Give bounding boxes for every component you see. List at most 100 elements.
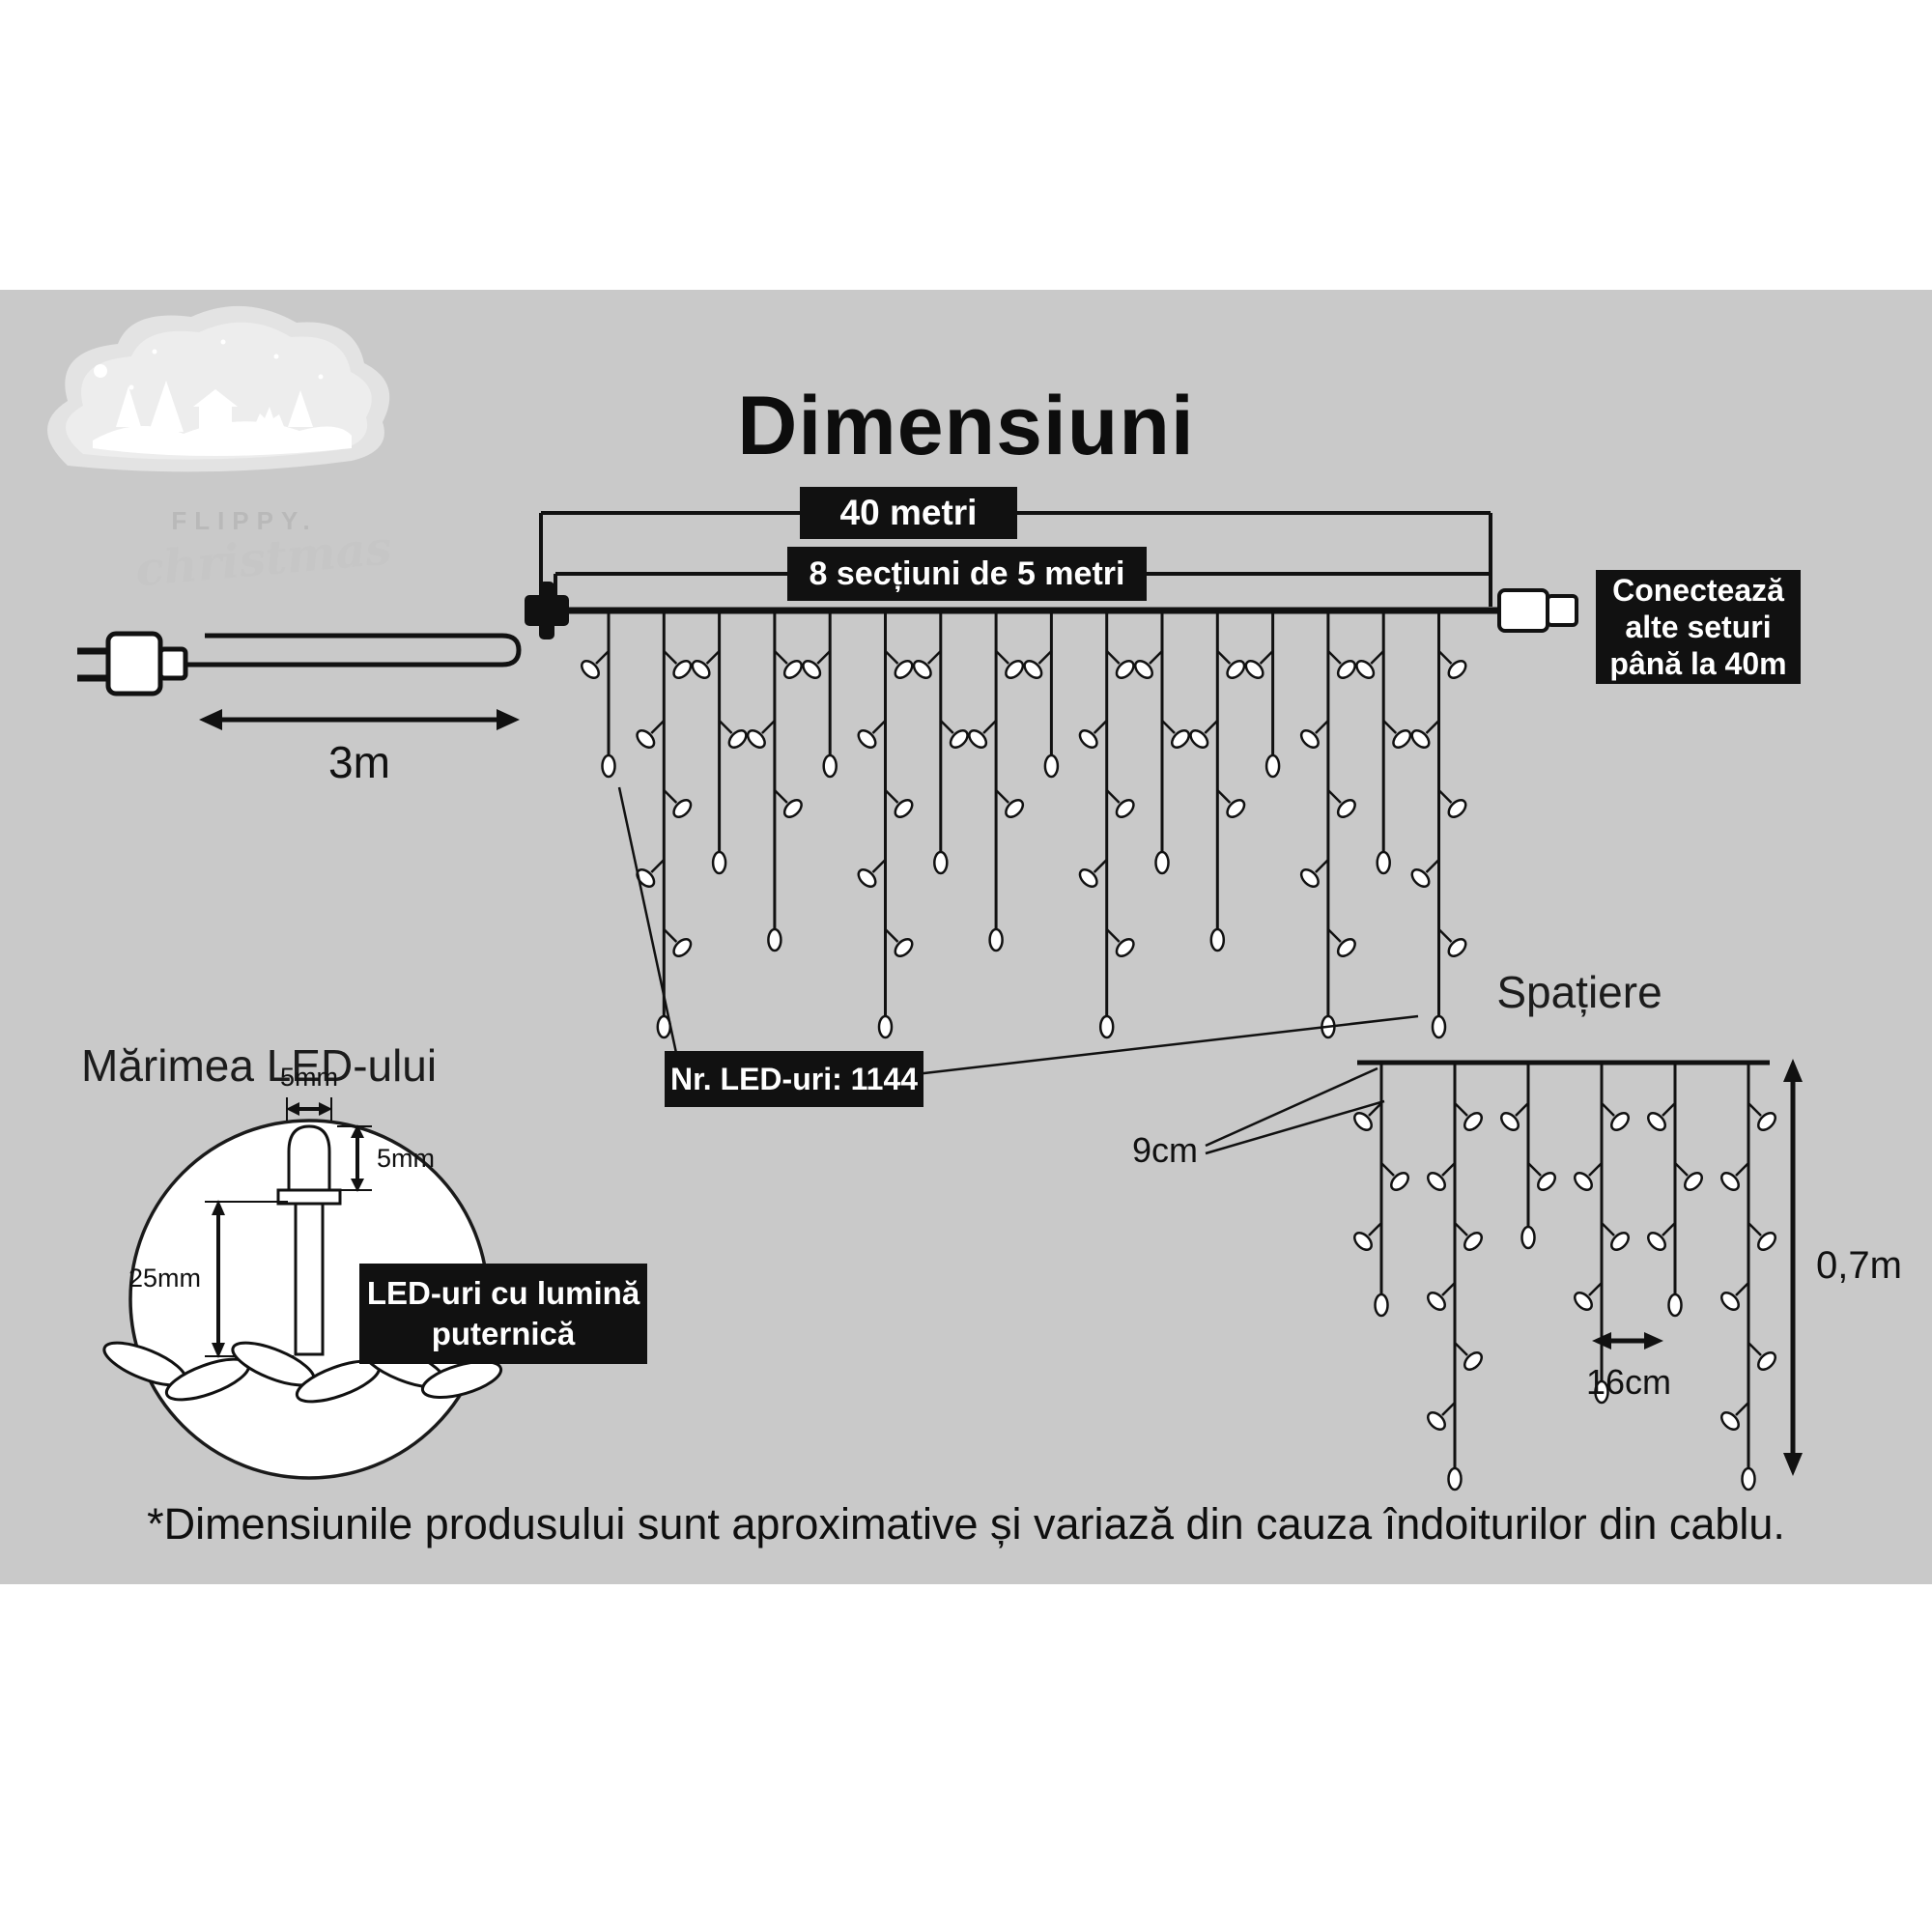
led-bulb-icon bbox=[1684, 1172, 1703, 1191]
led-stem bbox=[1161, 720, 1176, 734]
led-stem bbox=[1368, 1102, 1382, 1117]
led-stem bbox=[884, 928, 899, 943]
led-bulb-icon bbox=[1134, 660, 1153, 679]
led-bulb-icon bbox=[782, 799, 803, 818]
twisted-wire bbox=[102, 1341, 503, 1404]
led-stem bbox=[1327, 789, 1342, 804]
led-bulb-icon bbox=[1463, 1232, 1483, 1251]
led-stem bbox=[1315, 720, 1329, 734]
led-bulb-icon bbox=[1647, 1112, 1666, 1131]
led-bulb-icon bbox=[857, 868, 877, 888]
led-bulb-icon bbox=[968, 729, 988, 749]
arrow-head-left bbox=[199, 709, 222, 730]
led-bulb-icon bbox=[1209, 927, 1226, 952]
logo-deer-icon bbox=[253, 407, 285, 429]
sections-label: 8 secțiuni de 5 metri bbox=[809, 554, 1125, 592]
led-size-section-title: Mărimea LED-ului bbox=[81, 1040, 438, 1091]
led-bulb-icon bbox=[1098, 1014, 1115, 1039]
led-bulb-icon bbox=[1355, 660, 1376, 679]
led-stem bbox=[705, 650, 721, 665]
led-count-badge: Nr. LED-uri: 1144 bbox=[665, 1051, 923, 1107]
led-bulb-icon bbox=[1299, 729, 1320, 749]
led-bulb-icon bbox=[1374, 1293, 1389, 1318]
plug-neck bbox=[157, 646, 188, 681]
led-bulb-icon bbox=[1353, 1112, 1373, 1131]
led-bulb-icon bbox=[1226, 799, 1246, 818]
arrow-head-top bbox=[212, 1200, 225, 1215]
led-stem bbox=[650, 720, 666, 734]
arrow-head-top bbox=[351, 1124, 364, 1138]
led-cap bbox=[287, 1124, 331, 1192]
led-bulb-icon bbox=[1720, 1292, 1740, 1311]
led-stem bbox=[1105, 928, 1121, 943]
led-stem bbox=[1259, 650, 1274, 665]
led-stem bbox=[1327, 650, 1342, 665]
led-bulb-icon bbox=[1410, 729, 1431, 749]
led-spacing-label: 9cm bbox=[1131, 1130, 1198, 1170]
led-stem bbox=[1093, 720, 1108, 734]
led-bulb-icon bbox=[1447, 660, 1467, 679]
led-stem bbox=[1454, 1222, 1468, 1236]
led-stem bbox=[926, 650, 942, 665]
led-stem bbox=[774, 650, 788, 665]
lead-length-label: 3m bbox=[328, 737, 390, 787]
arrow-head-right bbox=[497, 709, 520, 730]
led-stem bbox=[1674, 1162, 1689, 1177]
led-bulb-icon bbox=[782, 660, 803, 679]
led-bulb-icon bbox=[1005, 799, 1025, 818]
led-bulb-icon bbox=[894, 660, 914, 679]
led-bulb-icon bbox=[1447, 938, 1467, 957]
led-stem bbox=[1327, 928, 1342, 943]
led-stem bbox=[1588, 1162, 1603, 1177]
led-stem bbox=[1747, 1222, 1762, 1236]
led-bulb-icon bbox=[581, 660, 600, 679]
led-stem bbox=[1216, 789, 1232, 804]
end-connector-socket bbox=[1546, 594, 1578, 627]
led-stem bbox=[871, 859, 887, 873]
led-stem bbox=[816, 650, 832, 665]
led-stem bbox=[1454, 1342, 1468, 1356]
led-stem bbox=[1662, 1102, 1676, 1117]
led-stem bbox=[1037, 650, 1053, 665]
led-stem bbox=[1216, 650, 1232, 665]
led-stem bbox=[663, 928, 678, 943]
led-bulb-icon bbox=[636, 729, 656, 749]
led-count-callout-line bbox=[915, 1014, 1419, 1076]
led-stem bbox=[1735, 1282, 1749, 1296]
led-bulb-icon bbox=[822, 753, 838, 779]
led-stem bbox=[1093, 859, 1108, 873]
led-stem bbox=[1662, 1222, 1676, 1236]
led-stem bbox=[1441, 1282, 1456, 1296]
led-bulb-icon bbox=[1410, 868, 1431, 888]
logo-brand-text: FLIPPY. bbox=[171, 506, 318, 535]
drop-spacing-arrow bbox=[1592, 1332, 1663, 1350]
led-stem bbox=[982, 720, 997, 734]
led-stem bbox=[1370, 650, 1385, 665]
led-bulb-icon bbox=[1171, 729, 1190, 749]
led-stem bbox=[1735, 1162, 1749, 1177]
connect-line-2: alte seturi bbox=[1625, 610, 1772, 644]
power-plug-icon bbox=[77, 631, 522, 696]
connect-line-1: Conectează bbox=[1612, 573, 1784, 608]
led-stem bbox=[1380, 1162, 1395, 1177]
led-bulb-icon bbox=[636, 868, 656, 888]
led-bulb-icon bbox=[1244, 660, 1264, 679]
led-stem bbox=[1425, 859, 1440, 873]
led-stem bbox=[995, 650, 1009, 665]
connect-line-3: până la 40m bbox=[1609, 646, 1787, 681]
arrow-head-bottom bbox=[1783, 1453, 1803, 1476]
led-bulb-icon bbox=[1115, 938, 1135, 957]
led-bulb-icon bbox=[1376, 850, 1391, 875]
arrow-head-right bbox=[319, 1102, 332, 1116]
led-stem bbox=[1368, 1222, 1382, 1236]
led-bulb-icon bbox=[857, 729, 877, 749]
page-title: Dimensiuni bbox=[737, 380, 1195, 472]
arrow-head-bottom bbox=[351, 1179, 364, 1192]
led-bulb-icon bbox=[802, 660, 822, 679]
led-bulb-icon bbox=[1392, 729, 1412, 749]
led-stem bbox=[1735, 1402, 1749, 1416]
led-stem bbox=[1747, 1342, 1762, 1356]
led-bulb-icon bbox=[1667, 1293, 1683, 1318]
